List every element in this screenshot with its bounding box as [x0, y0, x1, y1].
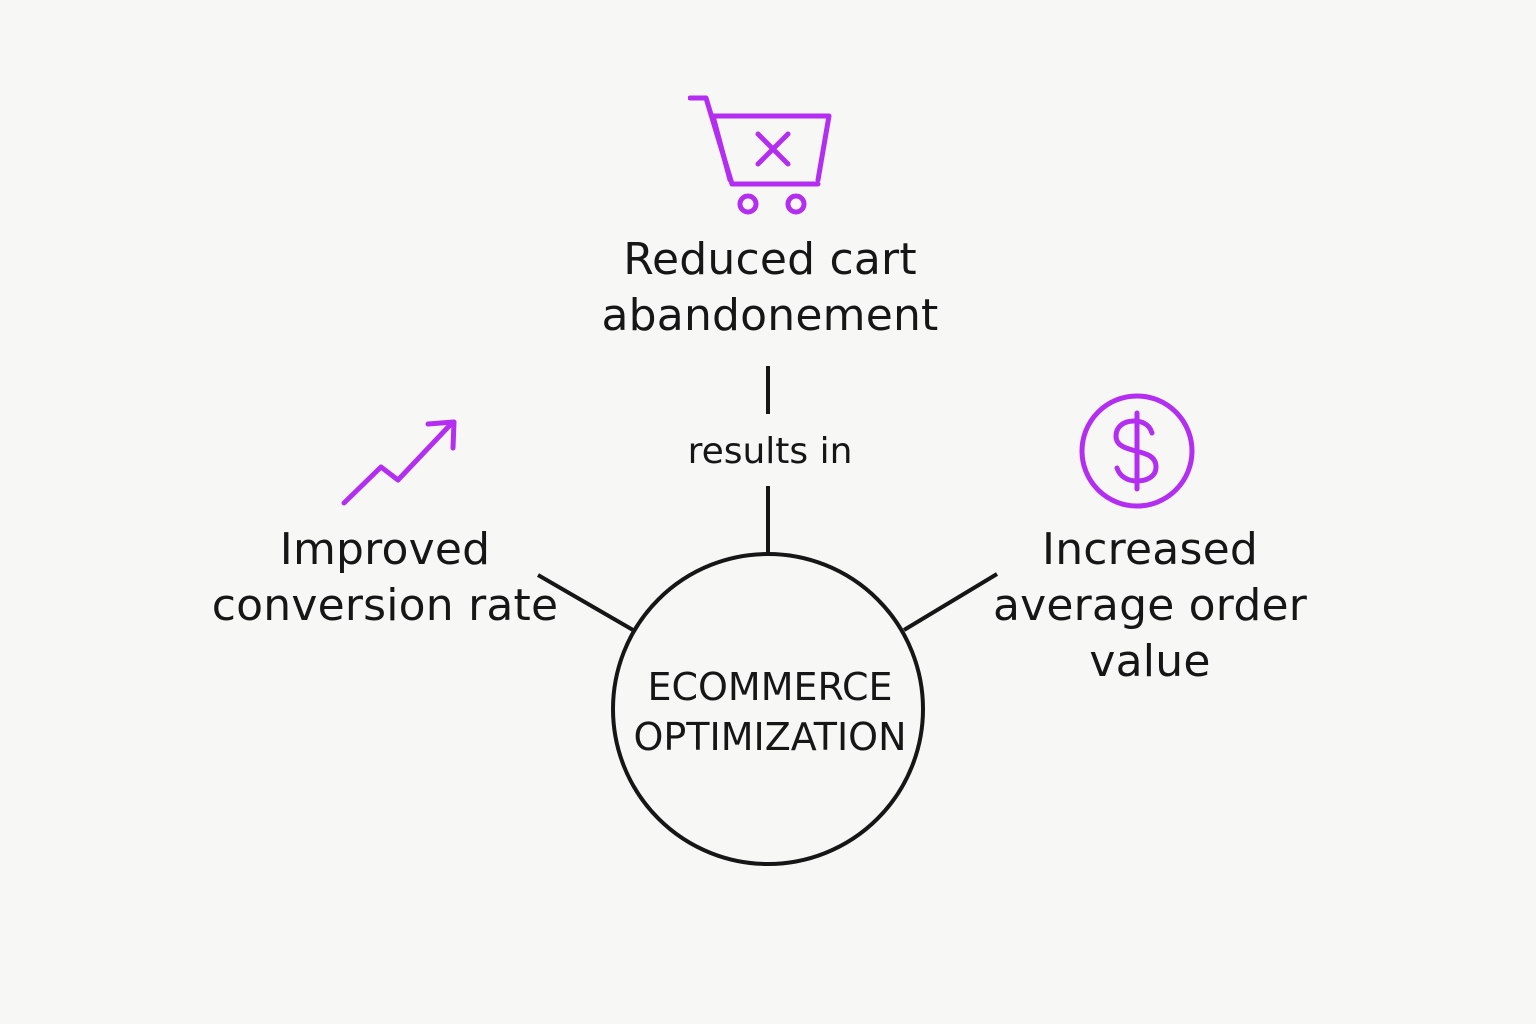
outcome-top-label: Reduced cart abandonement [560, 232, 980, 344]
trending-up-arrow-icon [341, 419, 457, 506]
center-line1: ECOMMERCE [647, 665, 893, 709]
dollar-circle-icon [1079, 393, 1195, 509]
shopping-cart-x-icon [688, 95, 832, 215]
outcome-right-line2: average order [992, 580, 1308, 631]
outcome-top-line1: Reduced cart [623, 234, 917, 285]
connector-right [902, 572, 999, 632]
outcome-left-line2: conversion rate [211, 580, 559, 631]
outcome-right-line3: value [1089, 636, 1211, 687]
center-label: ECOMMERCE OPTIMIZATION [610, 662, 930, 762]
outcome-right-line1: Increased [1042, 524, 1258, 575]
outcome-left-line1: Improved [279, 524, 491, 575]
connector-left [536, 573, 635, 632]
outcome-right-label: Increased average order value [960, 522, 1340, 690]
connector-label: results in [687, 431, 853, 472]
outcome-left-label: Improved conversion rate [190, 522, 580, 634]
center-line2: OPTIMIZATION [633, 715, 907, 759]
outcome-top-line2: abandonement [601, 290, 939, 341]
